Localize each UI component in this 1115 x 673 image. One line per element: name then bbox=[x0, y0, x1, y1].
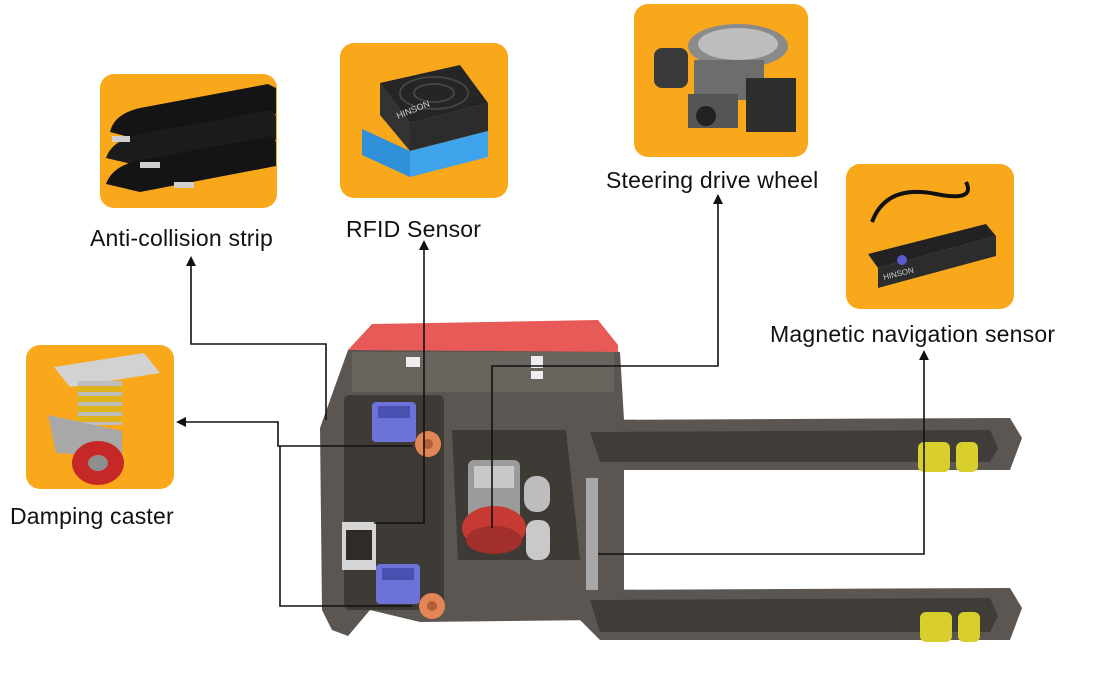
drive-wheel bbox=[462, 460, 550, 560]
damping-caster-photo bbox=[26, 345, 174, 489]
rfid-sensor-photo: HINSON bbox=[340, 43, 508, 198]
leader-damping-caster-upper bbox=[176, 417, 412, 447]
label-anti-collision-strip: Anti-collision strip bbox=[90, 225, 273, 251]
leader-anti-collision-strip bbox=[186, 256, 327, 420]
label-steering-drive-wheel: Steering drive wheel bbox=[606, 167, 819, 193]
anti-collision-strip-photo bbox=[100, 74, 277, 208]
label-damping-caster: Damping caster bbox=[10, 503, 174, 529]
leader-steering-drive-wheel bbox=[491, 194, 723, 528]
magnetic-navigation-sensor-photo: HINSON bbox=[846, 164, 1014, 309]
steering-drive-wheel-photo bbox=[634, 4, 808, 157]
leader-rfid-sensor bbox=[374, 240, 429, 524]
caster-lower bbox=[376, 564, 445, 619]
leader-damping-caster-lower bbox=[279, 446, 412, 607]
caster-upper bbox=[372, 402, 441, 457]
label-rfid-sensor: RFID Sensor bbox=[346, 216, 482, 242]
leader-magnetic-navigation-sensor bbox=[598, 350, 929, 555]
label-magnetic-navigation-sensor: Magnetic navigation sensor bbox=[770, 321, 1056, 347]
